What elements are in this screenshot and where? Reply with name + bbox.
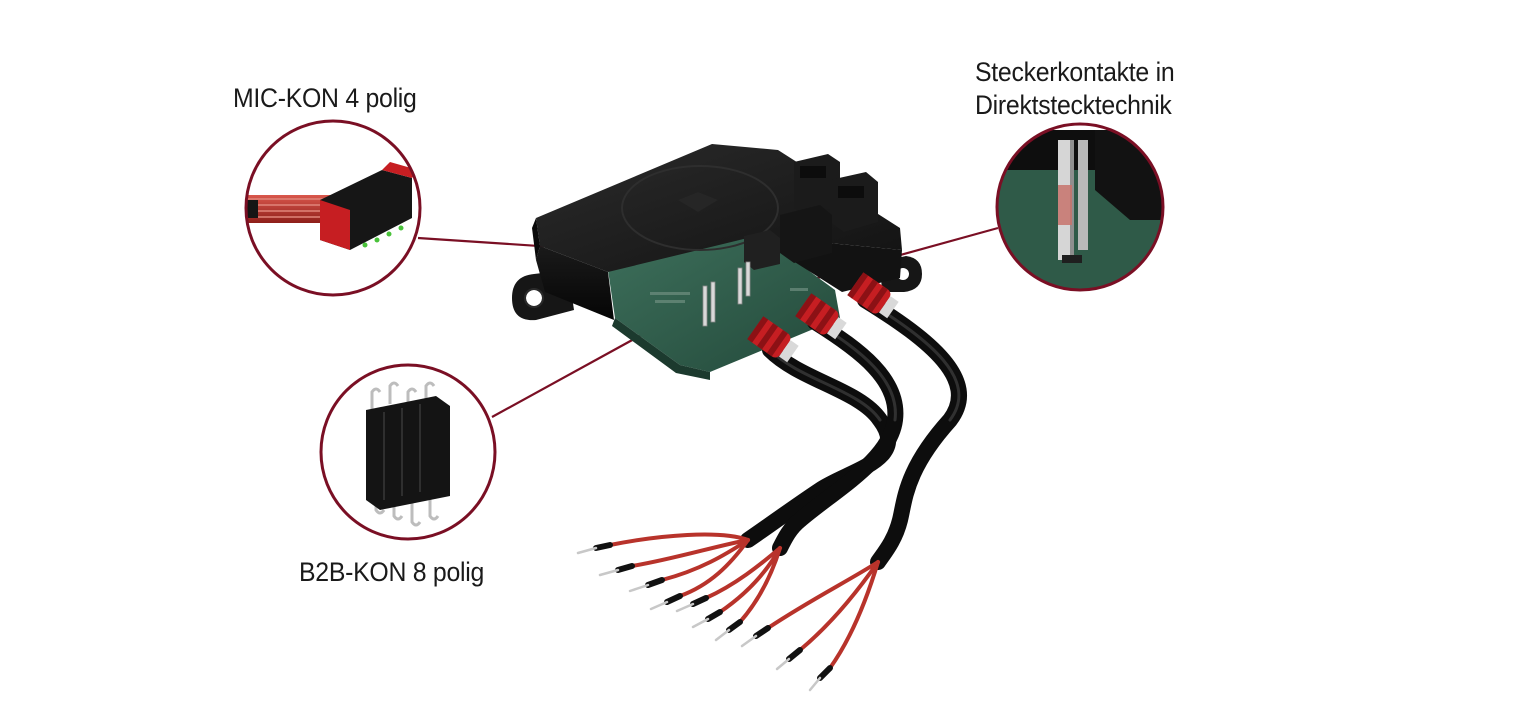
housing-side bbox=[536, 246, 614, 320]
red-wires bbox=[608, 532, 880, 670]
label-mic-kon: MIC-KON 4 polig bbox=[233, 83, 417, 113]
label-steckerkontakte: Steckerkontakte in Direktstecktechnik bbox=[975, 56, 1175, 122]
callout-steckerkontakte bbox=[995, 122, 1165, 292]
connector-towers bbox=[744, 154, 878, 270]
callout-mic-kon bbox=[244, 119, 422, 297]
label-steckerkontakte-line2: Direktstecktechnik bbox=[975, 90, 1172, 120]
wire-ferrules bbox=[576, 542, 833, 692]
plug-contacts bbox=[702, 261, 751, 327]
cable-bundle bbox=[740, 292, 967, 570]
cable-seals bbox=[747, 272, 899, 363]
label-b2b-kon: B2B-KON 8 polig bbox=[299, 557, 485, 587]
callout-line-b2b bbox=[491, 332, 646, 418]
label-steckerkontakte-line1: Steckerkontakte in bbox=[975, 57, 1175, 87]
callout-b2b-kon bbox=[319, 363, 497, 541]
